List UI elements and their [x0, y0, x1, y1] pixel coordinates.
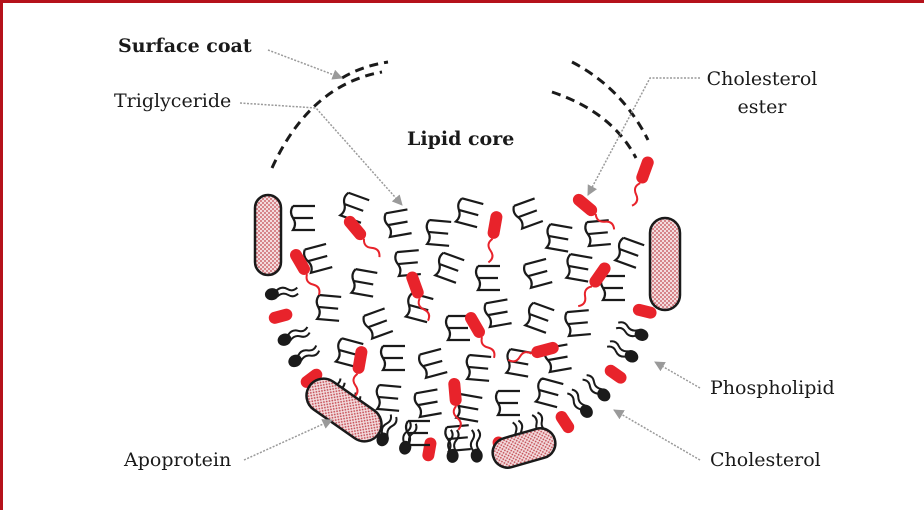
- apoprotein-right: [650, 218, 680, 310]
- phospholipid-label: Phospholipid: [710, 377, 835, 399]
- triglyceride-molecule: [454, 198, 483, 227]
- phospholipid-molecule: [615, 320, 650, 343]
- cholesterol-ester-molecule: [507, 341, 560, 366]
- phospholipid-molecule: [581, 373, 613, 404]
- phospholipid-molecule: [276, 324, 311, 348]
- cholesterol-ester-molecule: [341, 213, 384, 261]
- cholesterol-ester-molecule: [463, 310, 499, 361]
- triglyceride-molecule: [484, 299, 512, 327]
- triglyceride-molecule: [384, 209, 412, 237]
- cholesterol-ester-molecule: [570, 191, 618, 234]
- triglyceride-molecule: [585, 220, 611, 246]
- cholesterol-molecule: [553, 409, 576, 436]
- triglyceride-molecule: [476, 266, 500, 290]
- triglyceride-molecule: [523, 302, 554, 333]
- apoprotein-bottom: [489, 425, 559, 471]
- triglyceride-molecule: [601, 276, 625, 300]
- phospholipid-molecule: [565, 388, 596, 421]
- cholesterol-ester-molecule: [626, 155, 655, 208]
- triglyceride-molecule: [425, 220, 451, 246]
- triglyceride-label: Triglyceride: [114, 90, 231, 112]
- triglyceride-molecule: [465, 355, 491, 381]
- phospholipid-molecule: [469, 429, 483, 463]
- triglyceride-molecule: [349, 269, 377, 297]
- cholesterol-ester-line2: ester: [702, 96, 822, 118]
- triglyceride-molecule: [395, 250, 421, 276]
- cholesterol-ester-molecule: [482, 210, 503, 263]
- cholesterol-molecule: [267, 307, 293, 325]
- apoproteins: [255, 195, 680, 471]
- triglyceride-molecule: [315, 295, 341, 321]
- triglyceride-molecule: [534, 378, 563, 407]
- phospholipid-molecule: [606, 339, 641, 365]
- cholesterol-label: Cholesterol: [710, 449, 821, 471]
- triglyceride-molecule: [613, 237, 644, 268]
- triglyceride-molecule: [381, 346, 405, 370]
- triglyceride-molecule: [414, 389, 442, 417]
- cholesterol-ester-line1: Cholesterol: [702, 68, 822, 90]
- triglyceride-molecule: [375, 385, 401, 411]
- phospholipid-molecule: [264, 285, 298, 301]
- triglyceride-molecule: [418, 349, 447, 378]
- cholesterol-ester-label: Cholesterol ester: [702, 68, 822, 118]
- surface-coat-arcs: [272, 62, 648, 168]
- phospholipid-molecule: [286, 343, 321, 370]
- cholesterol-molecule: [421, 437, 437, 463]
- surface-coat-label: Surface coat: [118, 35, 252, 57]
- triglyceride-molecule: [496, 391, 520, 415]
- triglyceride-molecule: [433, 252, 464, 283]
- triglyceride-molecule: [523, 259, 552, 288]
- apoprotein-label: Apoprotein: [124, 449, 231, 471]
- surface-monolayer: [264, 285, 658, 464]
- lipid-core-label: Lipid core: [407, 128, 514, 150]
- triglyceride-molecule: [362, 308, 393, 339]
- cholesterol-ester-molecule: [448, 378, 464, 431]
- triglyceride-molecule: [565, 310, 591, 336]
- apoprotein-left-upper: [255, 195, 281, 275]
- triglyceride-molecule: [291, 206, 315, 230]
- phospholipid-molecule: [446, 430, 460, 464]
- cholesterol-molecule: [602, 362, 629, 386]
- triglyceride-molecule: [564, 254, 592, 282]
- triglyceride-molecule: [544, 224, 572, 252]
- triglyceride-molecule: [512, 198, 543, 229]
- phospholipid-molecule: [397, 421, 418, 456]
